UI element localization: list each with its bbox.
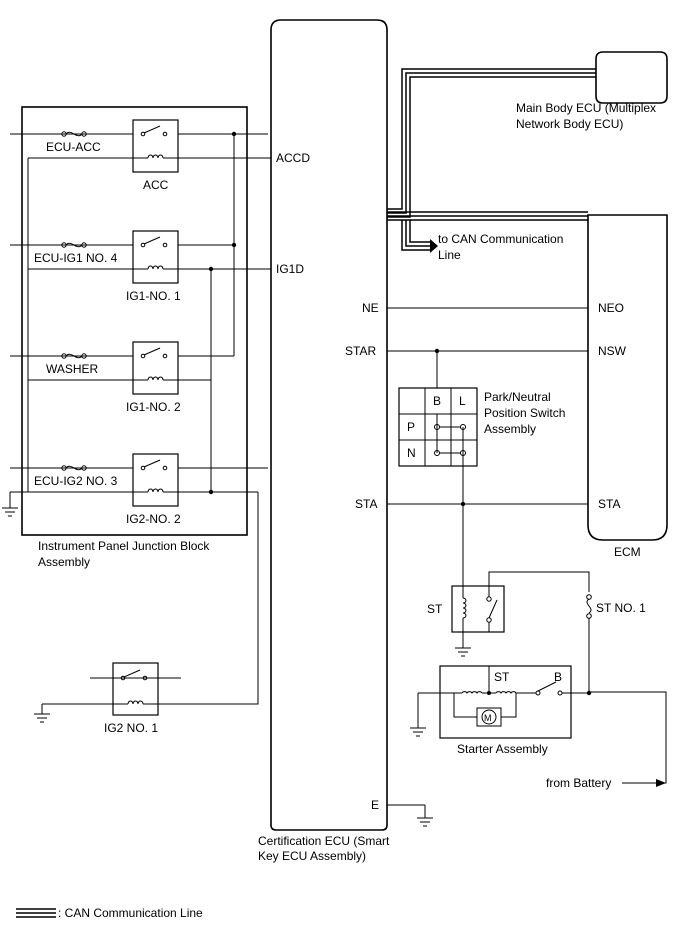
main-body-ecu-label-2: Network Body ECU) bbox=[516, 117, 623, 131]
ground-starter bbox=[410, 727, 426, 737]
st-no1-label: ST NO. 1 bbox=[596, 601, 646, 615]
relay-ig2-no1 bbox=[90, 662, 181, 716]
ground-e bbox=[417, 817, 433, 827]
relay-ig1-no1 bbox=[132, 230, 179, 284]
terminal-nsw: NSW bbox=[598, 344, 627, 358]
terminal-neo: NEO bbox=[598, 301, 624, 315]
switch-col-b: B bbox=[433, 394, 441, 408]
from-battery-label: from Battery bbox=[546, 776, 611, 790]
ecm-label: ECM bbox=[614, 545, 641, 559]
fuse-washer-label: WASHER bbox=[46, 362, 99, 376]
battery-feed-wire bbox=[589, 691, 667, 784]
fuse-ecu-acc-label: ECU-ACC bbox=[46, 140, 101, 154]
fuse-ecu-ig2-no3 bbox=[61, 465, 87, 471]
fuse-ecu-ig1-no4 bbox=[61, 242, 87, 248]
relay-ig1-no2-label: IG1-NO. 2 bbox=[126, 400, 181, 414]
legend-can-symbol bbox=[16, 908, 56, 918]
main-body-ecu bbox=[595, 51, 668, 104]
st-relay-feed-wire bbox=[488, 571, 590, 592]
terminal-ig1d: IG1D bbox=[276, 262, 304, 276]
can-bus-lines bbox=[387, 68, 596, 251]
starter-assembly bbox=[439, 665, 589, 739]
battery-junction bbox=[586, 690, 592, 696]
st-relay-label: ST bbox=[427, 602, 443, 616]
ig2-no1-wire bbox=[181, 492, 259, 705]
starter-label: Starter Assembly bbox=[457, 742, 548, 756]
park-neutral-switch bbox=[398, 387, 478, 467]
starter-b-label: B bbox=[554, 670, 562, 684]
starter-st-label: ST bbox=[494, 670, 510, 684]
legend-can-label: : CAN Communication Line bbox=[58, 906, 203, 920]
terminal-e: E bbox=[371, 798, 379, 812]
relay-acc bbox=[132, 119, 179, 173]
ground-junction-block bbox=[2, 507, 18, 517]
cert-ecu-label-1: Certification ECU (Smart bbox=[258, 834, 390, 848]
battery-arrow bbox=[656, 779, 666, 787]
terminal-sta-ecm: STA bbox=[598, 497, 620, 511]
ground-ig2-no1 bbox=[34, 713, 50, 723]
starter-motor-m: M bbox=[484, 713, 492, 723]
to-can-label-1: to CAN Communication bbox=[438, 232, 563, 246]
relay-ig2-no2-label: IG2-NO. 2 bbox=[126, 512, 181, 526]
to-can-label-2: Line bbox=[438, 248, 461, 262]
switch-row-n: N bbox=[407, 446, 416, 460]
park-neutral-label-2: Position Switch bbox=[484, 406, 565, 420]
terminal-star: STAR bbox=[345, 344, 376, 358]
switch-col-l: L bbox=[459, 394, 466, 408]
st-relay bbox=[451, 585, 505, 633]
fuse-ecu-ig2-no3-label: ECU-IG2 NO. 3 bbox=[34, 474, 118, 488]
terminal-sta-cert: STA bbox=[355, 497, 377, 511]
st-no1-fuse bbox=[586, 594, 592, 619]
ecm bbox=[587, 214, 668, 541]
relay-ig1-no2 bbox=[132, 341, 179, 395]
to-can-arrow bbox=[430, 239, 438, 253]
terminal-accd: ACCD bbox=[276, 151, 310, 165]
junction-block-label-2: Assembly bbox=[38, 555, 90, 569]
fuse-washer bbox=[61, 353, 87, 359]
terminal-ne: NE bbox=[362, 301, 379, 315]
certification-ecu bbox=[270, 19, 388, 831]
park-neutral-label-1: Park/Neutral bbox=[484, 390, 551, 404]
fuse-ecu-acc bbox=[61, 131, 87, 137]
relay-acc-label: ACC bbox=[143, 178, 169, 192]
main-body-ecu-label-1: Main Body ECU (Multiplex bbox=[516, 101, 656, 115]
fuse-ecu-ig1-no4-label: ECU-IG1 NO. 4 bbox=[34, 251, 118, 265]
ground-st-relay bbox=[455, 647, 471, 657]
park-neutral-label-3: Assembly bbox=[484, 422, 536, 436]
relay-ig2-no2 bbox=[132, 453, 179, 507]
relay-ig2-no1-label: IG2 NO. 1 bbox=[104, 721, 158, 735]
cert-ecu-label-2: Key ECU Assembly) bbox=[258, 849, 366, 863]
switch-row-p: P bbox=[407, 420, 415, 434]
junction-block-label-1: Instrument Panel Junction Block bbox=[38, 539, 210, 553]
relay-ig1-no1-label: IG1-NO. 1 bbox=[126, 289, 181, 303]
